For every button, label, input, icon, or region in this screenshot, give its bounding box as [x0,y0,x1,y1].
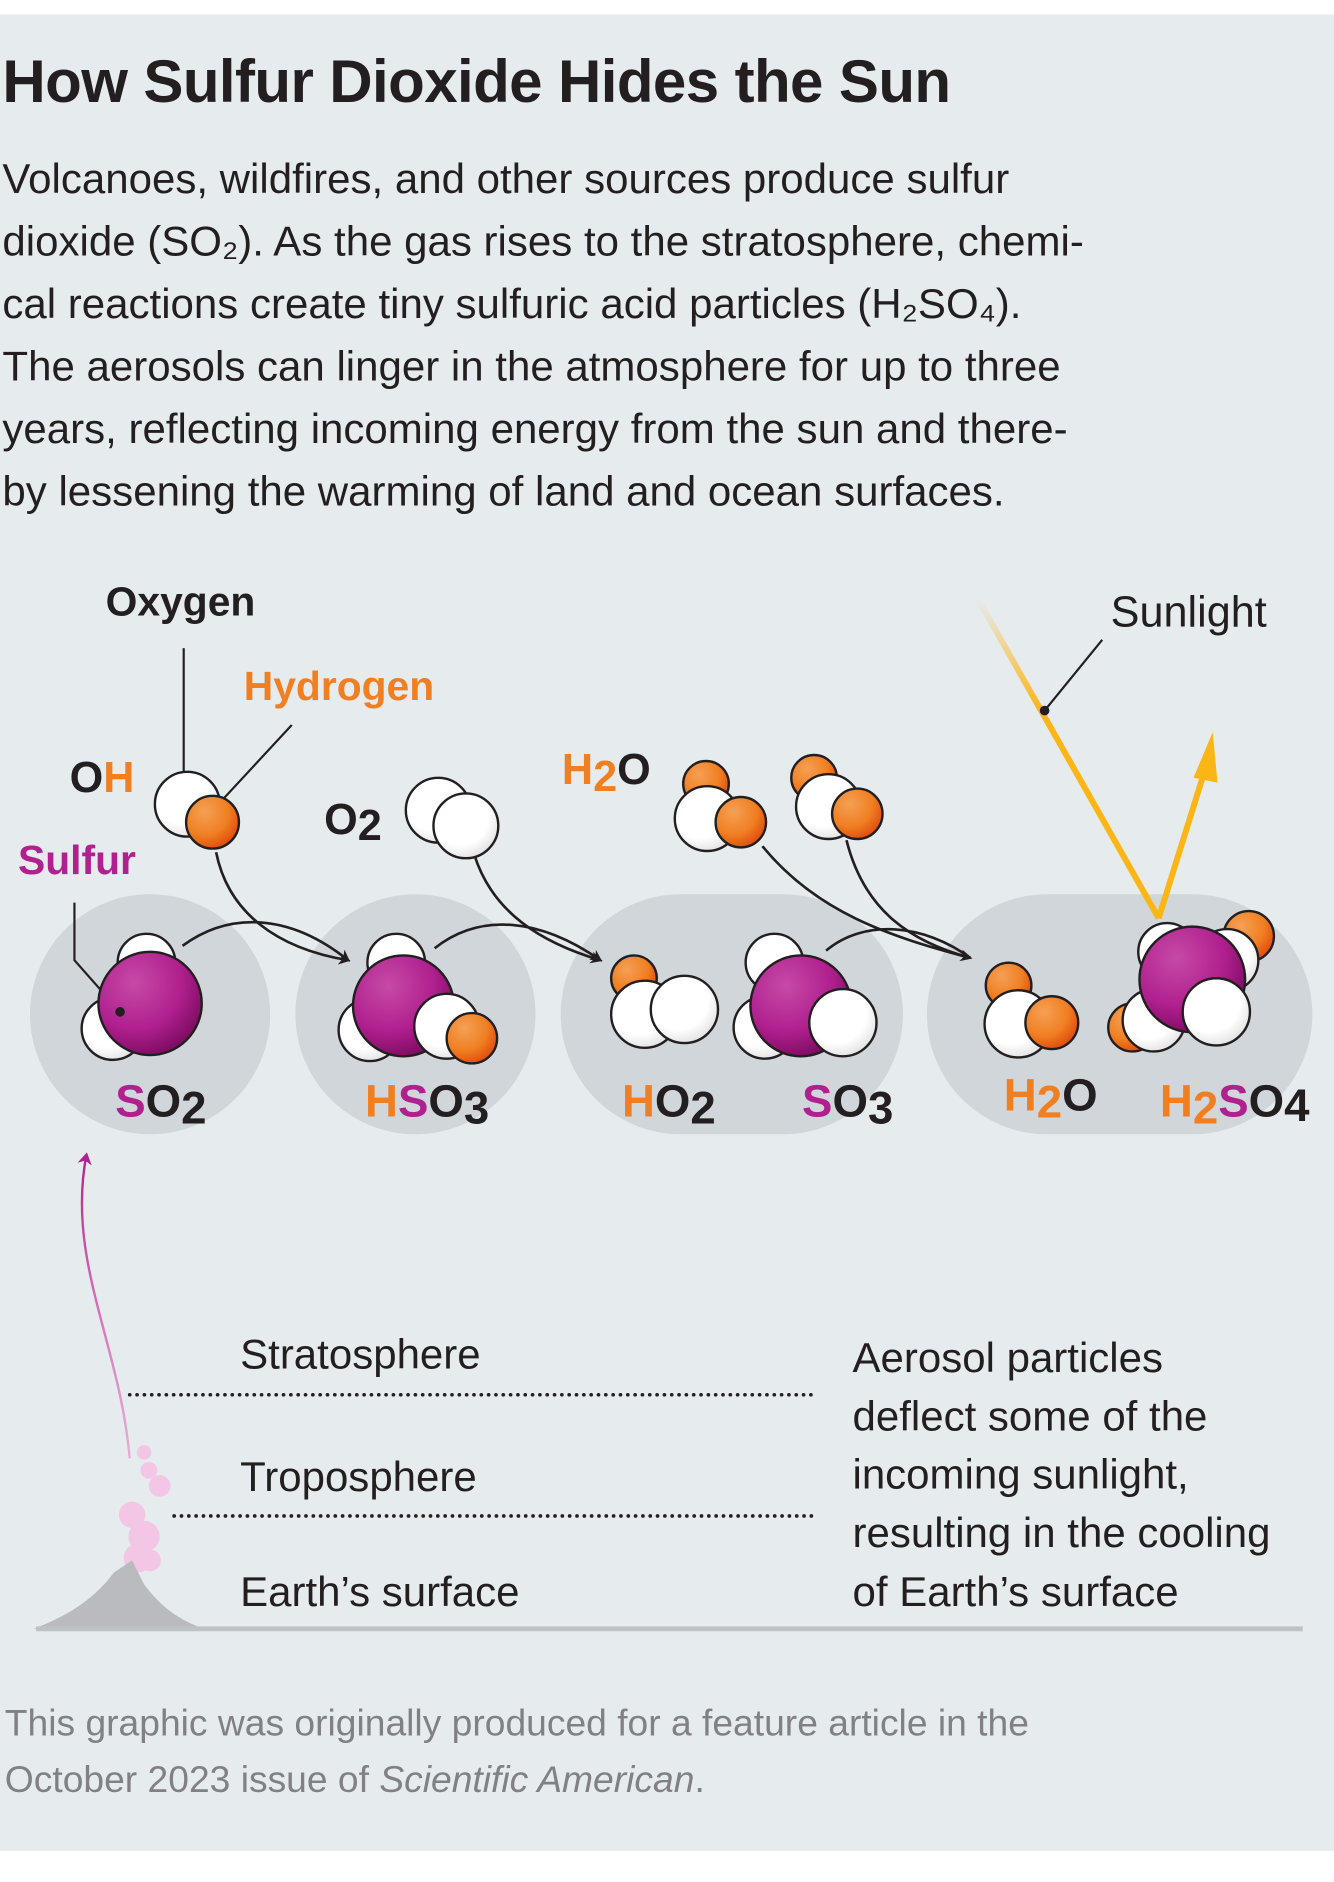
intro-paragraph: Volcanoes, wildfires, and other sources … [2,149,1083,523]
intro-line: dioxide (SO₂). As the gas rises to the s… [2,218,1084,266]
oh-label: OH [70,754,135,802]
note-line: resulting in the cooling [852,1509,1270,1556]
note-line: of Earth’s surface [852,1568,1178,1615]
footer-text: . [694,1758,705,1801]
o2-label: O2 [324,796,382,850]
oxygen-label: Oxygen [106,579,256,625]
molecules [80,753,1276,1065]
h2o-molecule [673,759,768,853]
intro-line: cal reactions create tiny sulfuric acid … [2,280,1022,328]
so2-molecule [80,932,203,1062]
hydrogen-label: Hydrogen [244,663,434,709]
h2o-product-molecule [983,961,1080,1059]
note-line: incoming sunlight, [852,1450,1188,1497]
earth-surface-label: Earth’s surface [240,1568,519,1615]
reactant-labels: OH O2 H2O [70,746,651,850]
note-line: Aerosol particles [852,1334,1163,1381]
reaction-arrows [181,839,973,965]
intro-line: The aerosols can linger in the atmospher… [2,343,1061,391]
h2o-label: H2O [562,746,651,801]
stratosphere-label: Stratosphere [240,1330,481,1377]
hso3-molecule [337,932,499,1065]
credit-footer: This graphic was originally produced for… [5,1695,1029,1808]
h2so4-label: H2SO4 [1160,1075,1310,1133]
footer-text: October 2023 issue of [4,1758,380,1801]
intro-line: Volcanoes, wildfires, and other sources … [2,156,1010,203]
rising-gas-arrow [77,1152,131,1459]
o2-molecule [404,776,500,860]
publication-name: Scientific American [379,1758,695,1801]
note-line: deflect some of the [852,1393,1207,1440]
atmosphere-section: Stratosphere Troposphere Earth’s surface… [33,1152,1303,1632]
so3-molecule [732,932,878,1060]
ho2-molecule [609,954,720,1050]
intro-line: years, reflecting incoming energy from t… [2,405,1068,453]
sulfur-label: Sulfur [18,837,136,883]
intro-line: by lessening the warming of land and oce… [2,468,1005,515]
reflected-arrow-icon [1193,732,1218,783]
element-legend: Oxygen Hydrogen Sulfur [18,579,434,1013]
ho2-label: HO2 [622,1075,716,1133]
oh-molecule [153,770,241,850]
footer-line: This graphic was originally produced for… [4,1702,1029,1745]
so3-label: SO3 [802,1075,893,1133]
sunlight-label: Sunlight [1111,589,1267,637]
product-labels: SO2 HSO3 HO2 SO3 H2O H2SO4 [115,1069,1310,1133]
page-title: How Sulfur Dioxide Hides the Sun [2,48,951,116]
stage-ho2-so3-bg [560,894,903,1135]
volcano-icon [33,1560,205,1629]
volcanic-plume [118,1445,171,1573]
h2o-molecule [790,753,884,841]
h2o-product-label: H2O [1004,1069,1098,1127]
so2-label: SO2 [115,1075,206,1133]
sunlight-ray: Sunlight [975,589,1267,920]
troposphere-label: Troposphere [240,1453,477,1500]
hso3-label: HSO3 [365,1075,489,1133]
h2so4-molecule [1107,909,1276,1053]
footer-line: October 2023 issue of Scientific America… [5,1751,1029,1807]
